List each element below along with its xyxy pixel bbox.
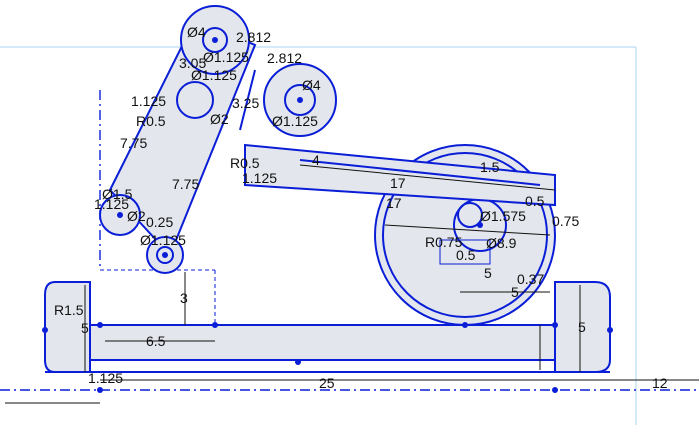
dim-phi1-125-b: Ø1.125: [191, 67, 237, 83]
sketch-frame: [0, 46, 637, 425]
dim-phi1-125-a: Ø1.125: [203, 49, 249, 65]
dim-phi8-9: Ø8.9: [486, 235, 517, 251]
dim-3-05: 3.05: [179, 55, 206, 71]
dim-phi4-right: Ø4: [302, 77, 321, 93]
dim-3: 3: [180, 290, 188, 306]
dim-3-25: 3.25: [232, 95, 259, 111]
dim-0-5-right: 0.5: [525, 193, 545, 209]
dim-phi2: Ø2: [210, 111, 229, 127]
dim-0-37: 0.37: [517, 271, 544, 287]
dim-5-left: 5: [81, 320, 89, 336]
dim-17-b: 17: [386, 195, 402, 211]
dim-0-5-center: 0.5: [456, 247, 476, 263]
dim-1-125-b: 1.125: [242, 170, 277, 186]
dim-12: 12: [652, 375, 668, 391]
dim-6-5: 6.5: [146, 333, 166, 349]
dim-phi1-5: Ø1.5: [102, 186, 133, 202]
dim-2-812-a: 2.812: [236, 29, 271, 45]
dim-7-75-b: 7.75: [172, 176, 199, 192]
dim-r0-5-b: R0.5: [230, 155, 260, 171]
dim-0-25: 0.25: [146, 214, 173, 230]
dim-0-75: 0.75: [552, 213, 579, 229]
dimension-labels[interactable]: 2.812 2.812 Ø4 Ø1.125 3.05 Ø1.125 Ø4 1.1…: [54, 24, 668, 391]
dim-phi1-125-c: Ø1.125: [272, 113, 318, 129]
dim-phi2-b: Ø2: [127, 208, 146, 224]
dim-5-a: 5: [484, 265, 492, 281]
dim-1-125-bottom: 1.125: [88, 370, 123, 386]
dim-17-a: 17: [390, 175, 406, 191]
dim-r1-5: R1.5: [54, 302, 84, 318]
dimension-lines: [5, 164, 699, 404]
dim-5-right: 5: [578, 319, 586, 335]
dim-1-5-top: 1.5: [480, 159, 500, 175]
dim-phi1-575: Ø1.575: [480, 208, 526, 224]
dim-1-125-a: 1.125: [131, 93, 166, 109]
dim-4: 4: [312, 152, 320, 168]
dim-phi4-top: Ø4: [187, 24, 206, 40]
dim-phi1-125-d: Ø1.125: [140, 232, 186, 248]
dim-5-b: 5: [511, 284, 519, 300]
dim-r0-75: R0.75: [425, 234, 463, 250]
dim-2-812-b: 2.812: [267, 50, 302, 66]
dim-25: 25: [319, 375, 335, 391]
base-bar[interactable]: [44, 269, 611, 373]
dim-r0-5: R0.5: [136, 113, 166, 129]
dim-1-125-c: 1.125: [94, 196, 129, 212]
dim-7-75-a: 7.75: [120, 135, 147, 151]
sketch-points: [42, 37, 613, 393]
